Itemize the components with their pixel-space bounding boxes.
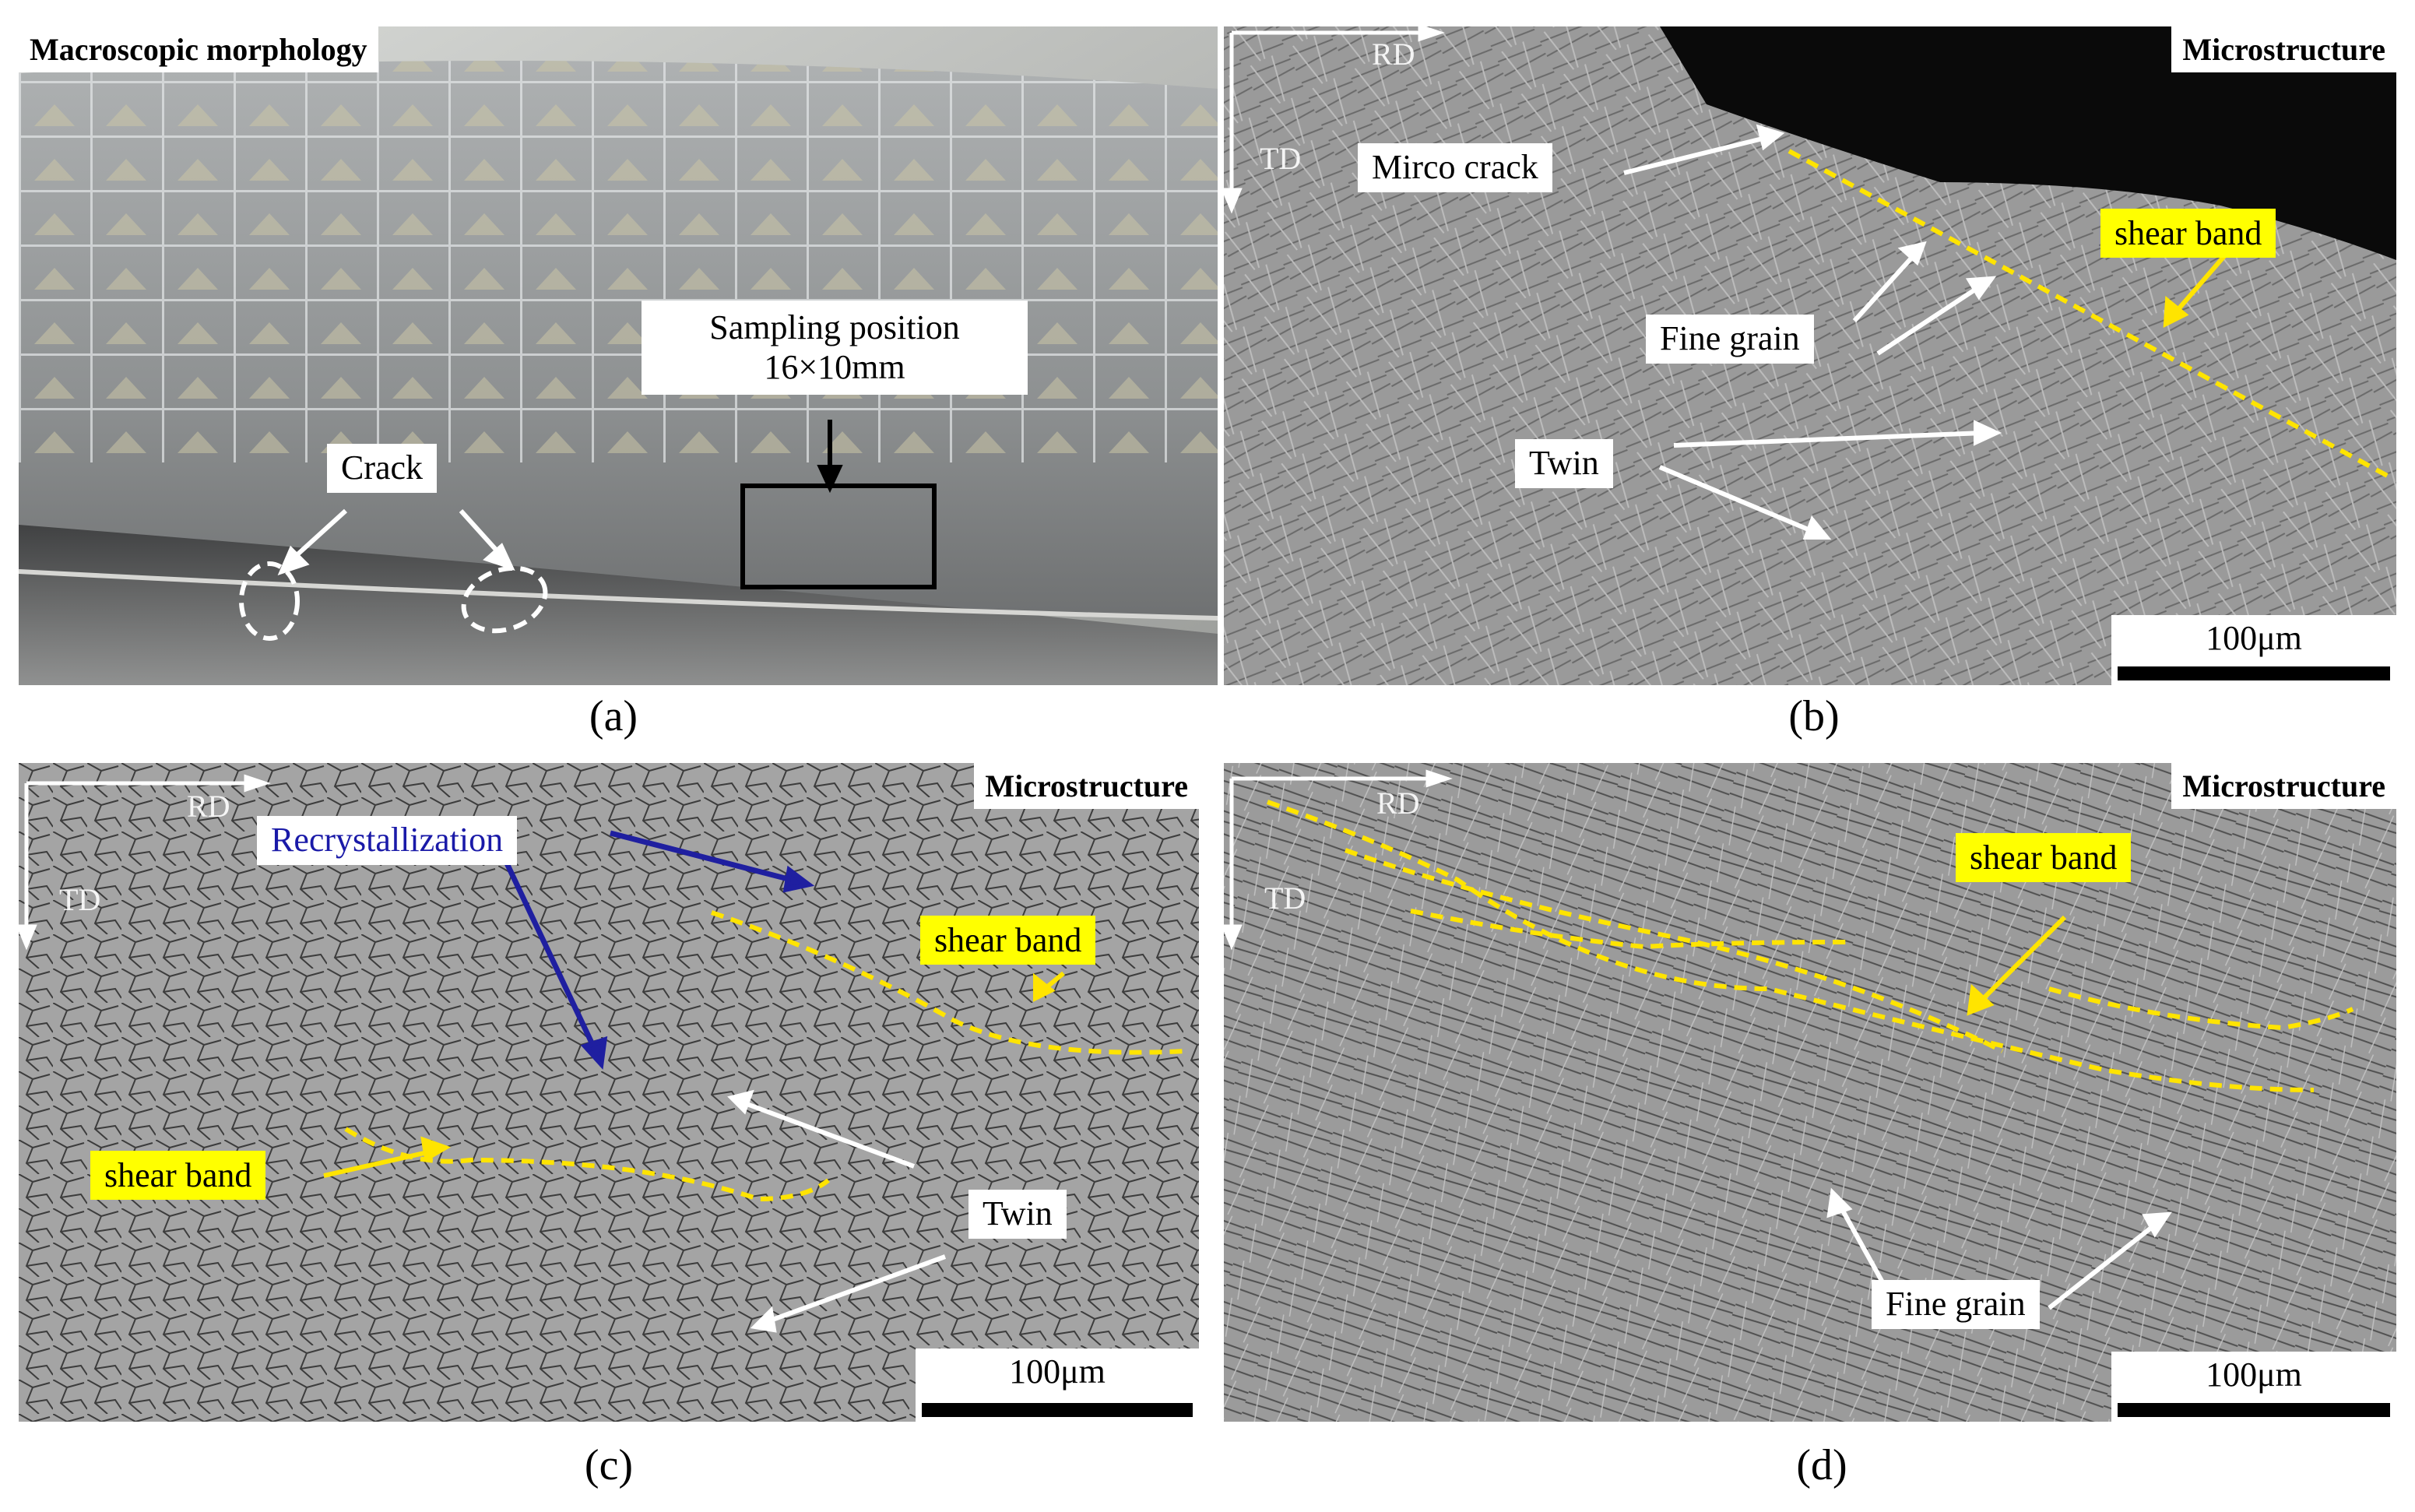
twin-label-b: Twin bbox=[1515, 439, 1613, 488]
sampling-box bbox=[740, 483, 937, 589]
twin-label-c: Twin bbox=[968, 1190, 1067, 1239]
sampling-label-line2: 16×10mm bbox=[764, 347, 905, 386]
panel-c-image bbox=[19, 763, 1199, 1422]
shear-band-line-b bbox=[1788, 149, 2393, 480]
sampling-position-label: Sampling position 16×10mm bbox=[642, 301, 1028, 396]
axis-rd-label-c: RD bbox=[187, 789, 230, 824]
fine-grain-label-d: Fine grain bbox=[1872, 1280, 2040, 1329]
scale-bar-text-c: 100μm bbox=[1009, 1352, 1106, 1391]
panel-a-header: Macroscopic morphology bbox=[19, 26, 378, 72]
crack-marker-2 bbox=[461, 565, 548, 634]
axis-arrows-c bbox=[19, 774, 271, 951]
shear-band-label-c1: shear band bbox=[920, 916, 1096, 965]
micro-crack-label: Mirco crack bbox=[1358, 143, 1552, 192]
panel-b-header: Microstructure bbox=[2171, 26, 2396, 72]
scale-bar-b: 100μm bbox=[2111, 615, 2396, 685]
panel-b-caption: (b) bbox=[1788, 692, 1840, 740]
axis-td-label-b: TD bbox=[1260, 141, 1302, 176]
panel-d-caption: (d) bbox=[1796, 1441, 1847, 1489]
panel-d-header: Microstructure bbox=[2171, 763, 2396, 809]
twin-arrows-c bbox=[727, 1089, 947, 1333]
crack-label: Crack bbox=[327, 444, 438, 493]
panel-c-micrograph: Microstructure RD TD Recrystallization s… bbox=[19, 763, 1199, 1422]
recrystallization-label: Recrystallization bbox=[257, 816, 518, 865]
scale-bar-c: 100μm bbox=[916, 1348, 1199, 1422]
sampling-arrow bbox=[817, 420, 843, 494]
scale-bar-line-c bbox=[922, 1403, 1193, 1417]
panel-d-image bbox=[1224, 763, 2396, 1422]
shear-band-label-c2: shear band bbox=[90, 1151, 266, 1200]
axis-td-label-d: TD bbox=[1264, 881, 1306, 916]
crack-marker-1 bbox=[239, 561, 300, 641]
crack-arrows bbox=[277, 508, 515, 575]
sampling-label-line1: Sampling position bbox=[709, 308, 960, 346]
axis-rd-label-b: RD bbox=[1372, 37, 1415, 72]
panel-d-micrograph: Microstructure RD TD shear band Fine gra… bbox=[1224, 763, 2396, 1422]
shear-band-line-c1 bbox=[711, 910, 1187, 1055]
axis-rd-label-d: RD bbox=[1376, 786, 1420, 821]
recrystallization-arrows bbox=[498, 830, 815, 1070]
scale-bar-line-d bbox=[2118, 1403, 2390, 1417]
panel-a-photo: Macroscopic morphology Sampling position… bbox=[19, 26, 1218, 685]
panel-c-header: Microstructure bbox=[974, 763, 1199, 809]
shear-band-lines-d bbox=[1267, 800, 2354, 1092]
shear-band-arrow-d bbox=[1967, 915, 2067, 1016]
scale-bar-line-b bbox=[2118, 666, 2390, 680]
scale-bar-d: 100μm bbox=[2111, 1352, 2396, 1422]
panel-b-micrograph: Microstructure RD TD Mirco crack shear b… bbox=[1224, 26, 2396, 685]
axis-arrows-d bbox=[1224, 769, 1453, 951]
annotation-arrows-b bbox=[1623, 124, 2002, 540]
shear-band-line-d2 bbox=[1345, 848, 2004, 1053]
shear-band-line-d1 bbox=[1267, 800, 2315, 1092]
shear-band-label-d: shear band bbox=[1956, 833, 2132, 882]
panel-a-image bbox=[19, 26, 1218, 685]
panel-c-caption: (c) bbox=[584, 1441, 634, 1489]
axis-td-label-c: TD bbox=[59, 882, 101, 917]
scale-bar-text-d: 100μm bbox=[2206, 1356, 2302, 1394]
shear-band-line-d4 bbox=[2048, 986, 2354, 1031]
scale-bar-text-b: 100μm bbox=[2206, 619, 2302, 657]
shear-band-label-b: shear band bbox=[2100, 209, 2276, 258]
shear-band-arrows-c bbox=[323, 971, 1065, 1178]
axis-arrows-b bbox=[1224, 26, 1445, 214]
panel-a-caption: (a) bbox=[589, 692, 638, 740]
fine-grain-label-b: Fine grain bbox=[1646, 315, 1814, 364]
